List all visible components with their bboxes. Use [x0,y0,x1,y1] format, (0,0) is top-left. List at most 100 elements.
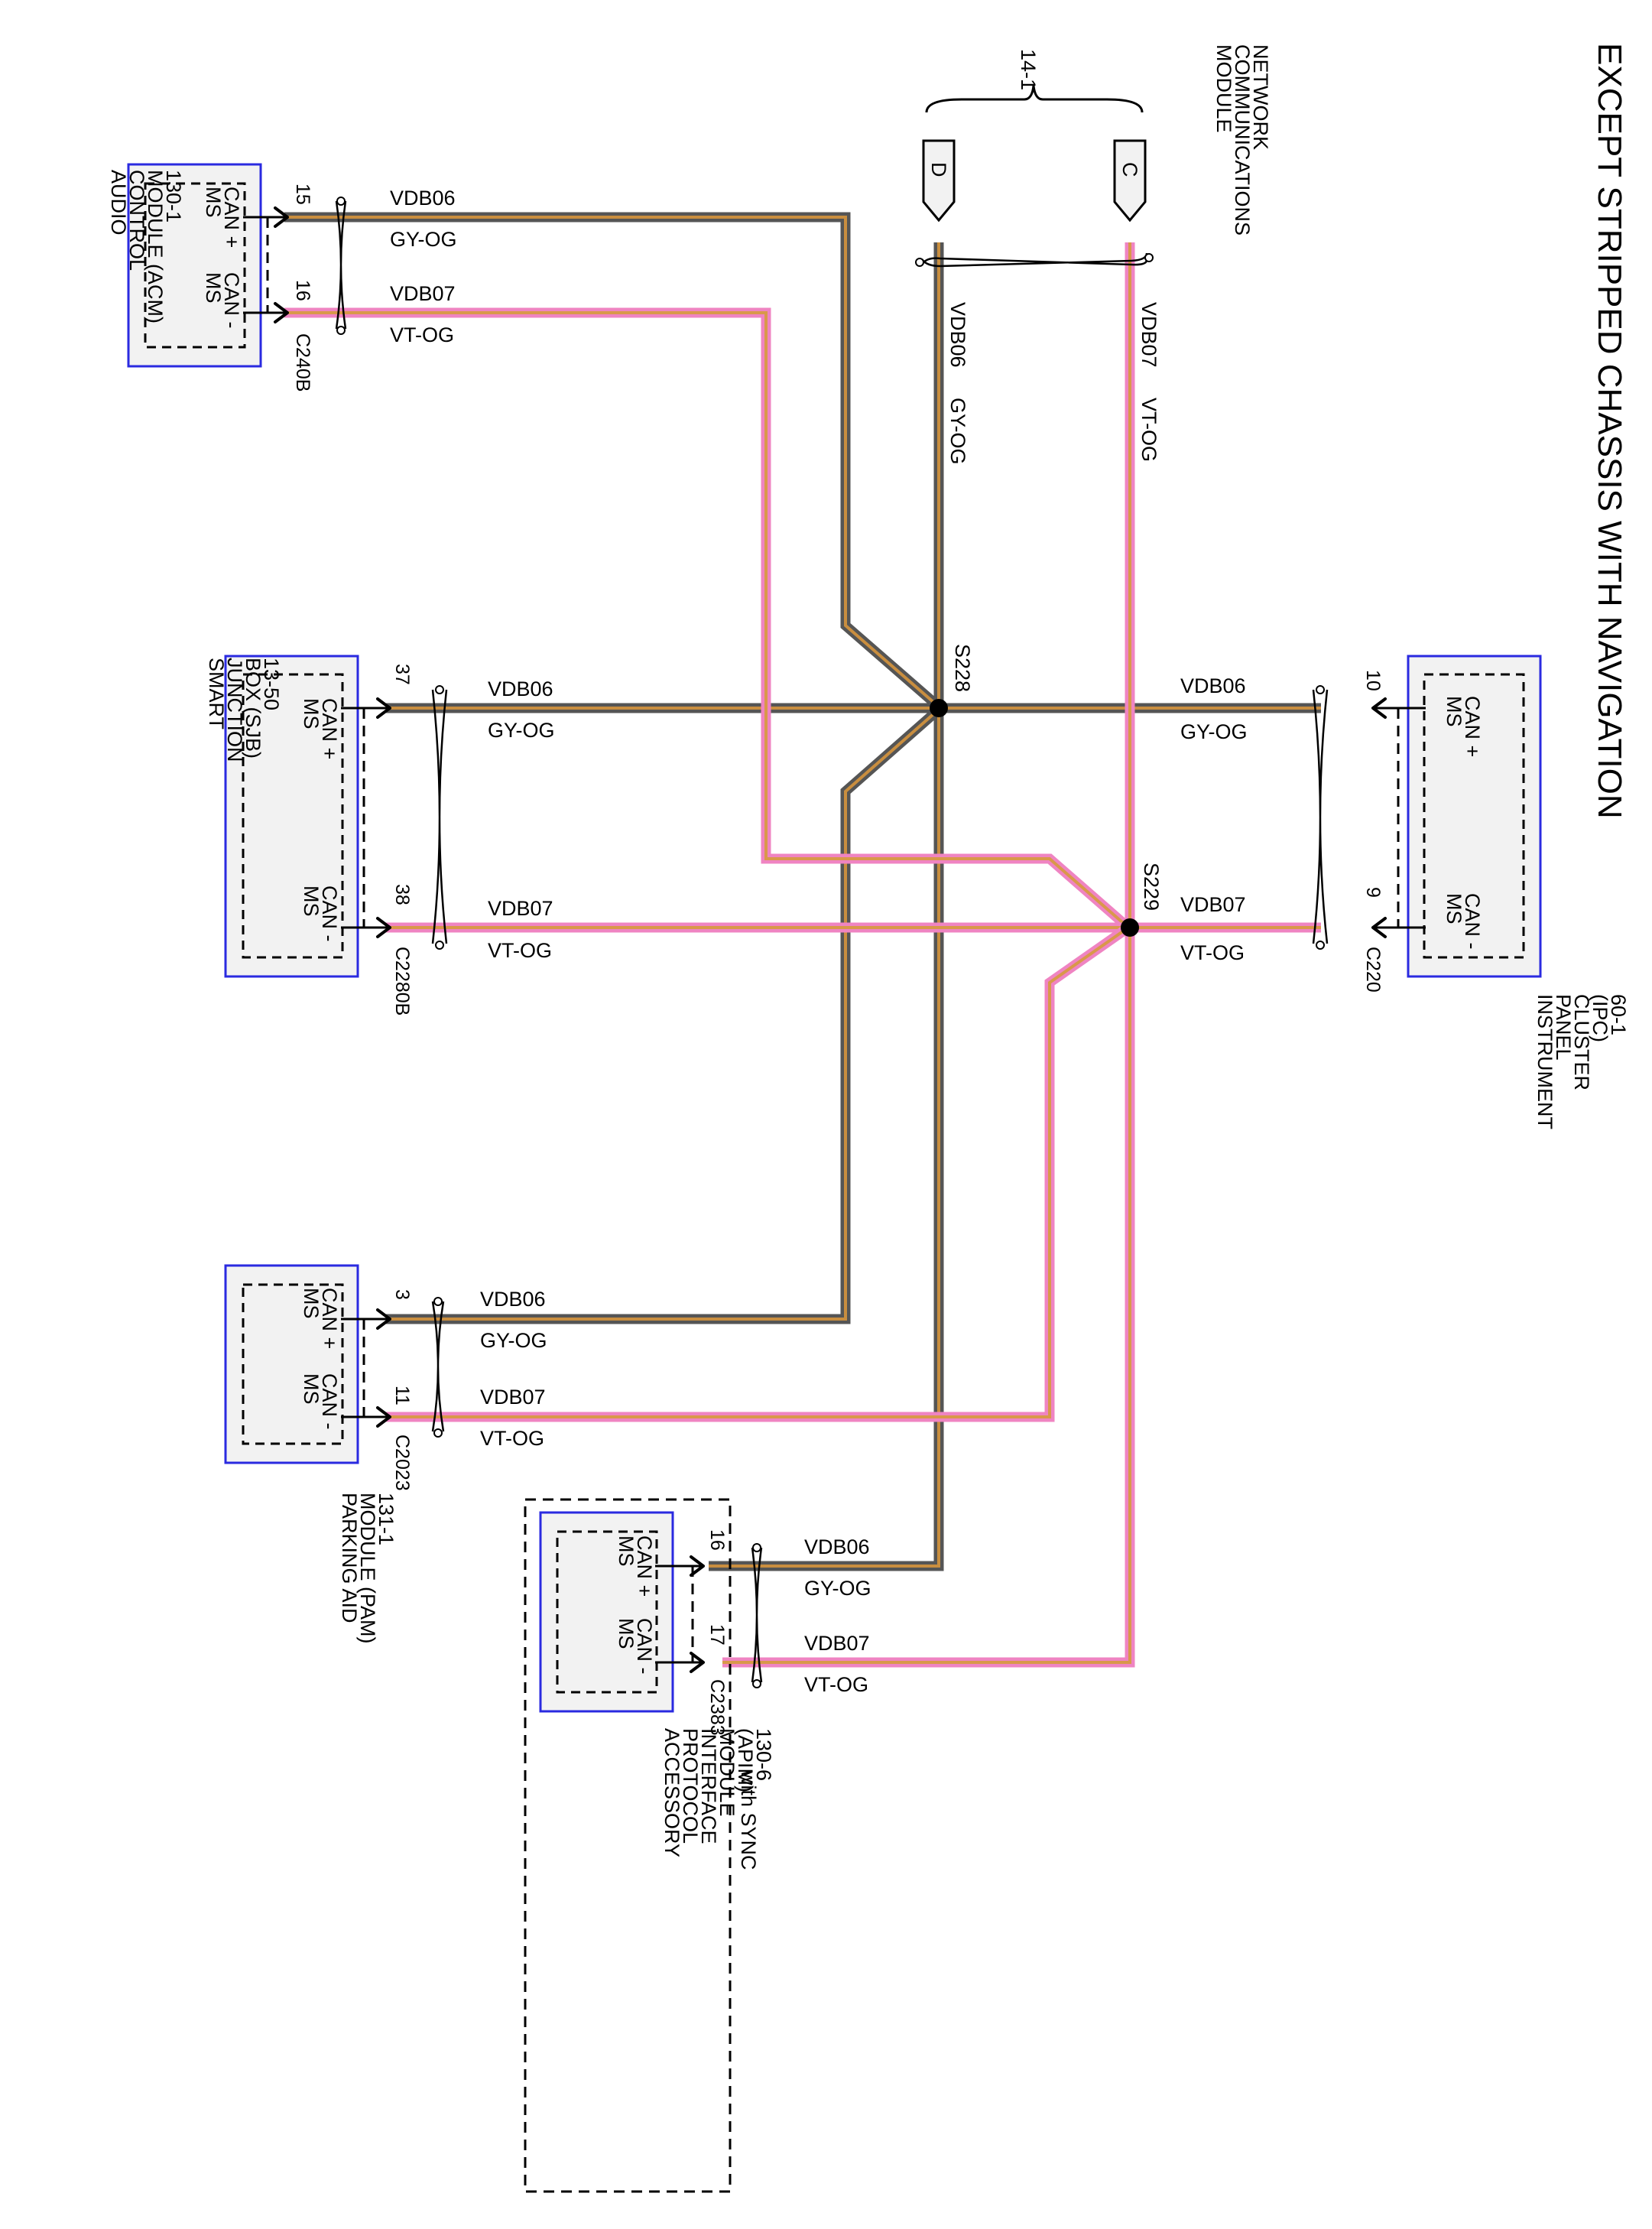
pam-box [224,1264,359,1464]
pam-name: PARKING AID MODULE (PAM) 131-1 [338,1493,398,1649]
apim-wire-circuit: VDB07 [804,1632,870,1655]
sjb-wire-color: VT-OG [488,939,552,962]
wire-vdb06-acm [284,212,944,712]
wire-tracer [709,708,940,1568]
sjb-name: SMART JUNCTION BOX (SJB) 13-50 [205,658,283,768]
module-name-line: AUDIO [107,170,130,236]
ipc-wire-circuit: VDB06 [1180,674,1246,697]
twist-end [435,685,444,694]
pin-label-line: CAN + [318,1288,341,1349]
ipc-pin-label: MS CAN - [1443,893,1484,950]
connector-c-label: C [1118,162,1141,177]
sjb-pin-label: MS CAN - [300,885,341,942]
wire-tracer [722,928,1131,1664]
twist-end [1144,253,1154,262]
twist-end [915,258,924,267]
apim-twist [751,1547,763,1683]
sjb-wire-color: GY-OG [488,719,555,742]
splice-s229: S229 [1121,863,1163,937]
module-name-line: PANEL [1552,994,1575,1061]
pam-arrow [376,1308,391,1330]
sjb-box [224,655,359,978]
pam-pin-number: 3 [391,1289,413,1300]
apim-pin-label: MS CAN + [615,1535,656,1597]
module-name-line: 60-1 [1607,994,1630,1035]
twist-end [1316,941,1325,950]
ipc-arrow [1371,697,1387,719]
pin-label-line: MS [615,1535,638,1567]
module-sjb: MS CAN + MS CAN - SMART JUNCTION BOX (SJ… [205,655,555,1015]
wire-circuit-d: VDB06 [946,302,969,368]
sjb-arrow [376,917,391,938]
module-apim: with SYNC MS CAN + MS CAN - ACCESSORY PR… [524,1498,871,2193]
pam-pin-label: MS CAN - [300,1373,341,1430]
splice-label-s229: S229 [1140,863,1163,911]
module-name-line: PARKING AID [338,1493,361,1623]
twist-end [752,1543,761,1552]
ipc-arrow [1371,917,1387,938]
wire-color-d: GY-OG [946,398,969,465]
module-name-line: 130-6 [752,1728,775,1781]
acm-pin-label: MS CAN + [202,187,243,248]
sjb-pin-label: MS CAN + [300,698,341,759]
module-name-line: PROTOCOL [679,1728,702,1844]
pam-arrow [376,1406,391,1428]
pin-label-line: MS [1443,893,1465,924]
acm-box [127,163,262,368]
wire-color-c: VT-OG [1138,398,1160,462]
apim-wire-color: GY-OG [804,1577,871,1600]
network-label: MODULE COMMUNICATIONS NETWORK [1212,44,1272,242]
acm-wire-circuit: VDB06 [390,187,456,210]
acm-pin-number: 16 [292,280,313,301]
network-twist [920,252,1148,268]
module-pam: MS CAN + MS CAN - PARKING AID MODULE (PA… [224,1264,547,1649]
module-name-line: SMART [205,658,228,729]
module-name-line: 131-1 [375,1493,398,1545]
pam-wire-circuit: VDB07 [480,1386,546,1409]
network-brace [925,85,1144,113]
ipc-name: INSTRUMENT PANEL CLUSTER (IPC) 60-1 [1534,994,1630,1135]
pin-label-line: CAN - [220,272,243,329]
apim-arrow [690,1555,705,1577]
pam-pin-label: MS CAN + [300,1288,341,1349]
pin-label-line: CAN - [318,885,341,942]
sjb-pin-number: 38 [391,884,413,905]
pin-label-line: MS [202,187,225,218]
module-name-line: JUNCTION [223,658,246,762]
ipc-wire-circuit: VDB07 [1180,893,1246,916]
pin-label-line: MS [300,885,323,917]
acm-arrow [274,302,289,323]
ipc-inner-box [1423,673,1525,959]
module-name-line: MODULE [716,1728,738,1817]
module-name-line: 130-1 [162,170,185,223]
ipc-box [1407,655,1542,978]
apim-inner-box [556,1530,658,1694]
wire-circuit-c: VDB07 [1138,302,1160,368]
pam-connector: C2023 [391,1435,413,1491]
sjb-pin-number: 37 [391,664,413,685]
splice-label-s228: S228 [951,644,974,692]
apim-arrow [690,1652,705,1673]
pam-inner-box [242,1283,344,1445]
wires-vt-og [284,242,1321,1668]
pin-label-line: CAN + [318,698,341,759]
pin-label-line: CAN - [318,1373,341,1430]
pin-label-line: MS [615,1618,638,1649]
acm-inner-box [144,182,246,349]
twist-end [435,941,444,950]
apim-box [539,1511,674,1713]
apim-wire-color: VT-OG [804,1673,868,1696]
wire-vdb06-apim [709,708,944,1571]
acm-twist [335,200,347,330]
twist-end [752,1679,761,1688]
acm-arrow [274,206,289,228]
ipc-wire-color: VT-OG [1180,941,1245,964]
connector-c-shape [1113,139,1147,223]
sjb-wire-circuit: VDB06 [488,677,553,700]
apim-wire-circuit: VDB06 [804,1535,870,1558]
module-name-line: 13-50 [260,658,283,710]
network-label-line: COMMUNICATIONS [1231,44,1254,236]
acm-pin-label: MS CAN - [202,272,243,329]
pin-label-line: CAN + [633,1535,656,1597]
sjb-wire-circuit: VDB07 [488,897,553,920]
